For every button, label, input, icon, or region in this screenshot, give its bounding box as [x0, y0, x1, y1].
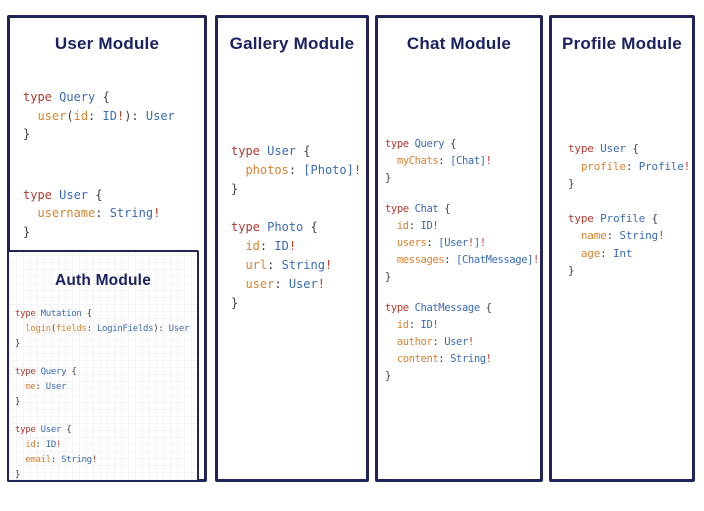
- code-line: }: [568, 264, 575, 277]
- module-gallery-box: Gallery Module type User { photos: [Phot…: [215, 15, 369, 482]
- code-block: type Query { myChats: [Chat]!}: [385, 136, 539, 187]
- code-line: url: String!: [245, 258, 333, 272]
- code-line: type User {: [15, 425, 72, 435]
- module-gallery-title: Gallery Module: [229, 34, 355, 53]
- code-block: type User { photos: [Photo]!}: [231, 142, 361, 199]
- code-line: age: Int: [580, 246, 633, 260]
- code-block: type Profile { name: String! age: Int}: [568, 210, 690, 280]
- code-block: type Photo { id: ID! url: String! user: …: [231, 218, 361, 313]
- code-block: type User { username: String!}: [23, 186, 175, 242]
- code-line: type Query {: [385, 138, 457, 150]
- code-line: }: [15, 339, 21, 349]
- code-line: }: [385, 271, 391, 283]
- code-line: photos: [Photo]!: [245, 163, 362, 177]
- code-line: type Profile {: [568, 211, 658, 225]
- code-line: id: ID!: [396, 319, 439, 331]
- code-line: content: String!: [396, 353, 492, 365]
- code-block: type User { profile: Profile!}: [568, 140, 690, 193]
- module-chat-title: Chat Module: [406, 34, 512, 53]
- module-profile-title: Profile Module: [562, 34, 682, 53]
- code-line: }: [23, 127, 31, 141]
- code-line: }: [15, 470, 21, 480]
- code-line: }: [231, 182, 239, 196]
- code-line: id: ID!: [25, 440, 62, 450]
- module-auth-box: Auth Module type Mutation { login(fields…: [7, 250, 199, 482]
- code-line: type ChatMessage {: [385, 302, 492, 314]
- code-line: id: ID!: [396, 220, 439, 232]
- module-auth-code: type Mutation { login(fields: LoginField…: [15, 307, 189, 496]
- code-line: myChats: [Chat]!: [396, 155, 492, 167]
- module-profile-code: type User { profile: Profile!}type Profi…: [568, 140, 690, 297]
- code-line: }: [568, 177, 575, 190]
- code-line: type Query {: [15, 367, 77, 377]
- code-line: user(id: ID!): User: [37, 108, 175, 123]
- module-user-code: type Query { user(id: ID!): User}type Us…: [23, 88, 175, 283]
- code-line: type User {: [568, 142, 639, 155]
- code-line: profile: Profile!: [580, 159, 691, 173]
- module-chat-box: Chat Module type Query { myChats: [Chat]…: [375, 15, 543, 482]
- code-line: id: ID!: [245, 239, 297, 253]
- code-block: type Chat { id: ID! users: [User!]! mess…: [385, 201, 539, 286]
- code-line: type Chat {: [385, 203, 451, 215]
- module-chat-code: type Query { myChats: [Chat]!}type Chat …: [385, 136, 539, 399]
- code-block: type ChatMessage { id: ID! author: User!…: [385, 300, 539, 385]
- code-line: email: String!: [25, 455, 97, 465]
- code-line: username: String!: [37, 206, 161, 220]
- module-profile-box: Profile Module type User { profile: Prof…: [549, 15, 695, 482]
- code-line: type User {: [231, 144, 311, 158]
- code-line: me: User: [25, 382, 67, 392]
- code-block: type Query { user(id: ID!): User}: [23, 88, 175, 144]
- code-line: name: String!: [580, 229, 665, 242]
- code-line: user: User!: [245, 277, 325, 291]
- code-line: type Photo {: [231, 220, 318, 234]
- code-block: type User { id: ID! email: String!}: [15, 423, 189, 483]
- code-line: author: User!: [396, 336, 474, 348]
- code-line: }: [231, 296, 239, 310]
- code-line: type Query {: [23, 90, 110, 104]
- code-line: }: [23, 224, 31, 239]
- code-line: login(fields: LoginFields): User: [25, 324, 190, 334]
- code-line: type Mutation {: [15, 309, 92, 319]
- code-line: }: [15, 397, 21, 407]
- code-block: type Query { me: User}: [15, 365, 189, 410]
- code-line: }: [385, 172, 391, 184]
- code-line: users: [User!]!: [396, 237, 486, 249]
- module-gallery-code: type User { photos: [Photo]!}type Photo …: [231, 142, 361, 332]
- code-line: type User {: [23, 187, 103, 202]
- code-line: messages: [ChatMessage]!: [396, 254, 540, 266]
- code-line: }: [385, 370, 391, 382]
- module-auth-title: Auth Module: [54, 272, 152, 289]
- module-user-title: User Module: [54, 34, 160, 53]
- code-block: type Mutation { login(fields: LoginField…: [15, 307, 189, 352]
